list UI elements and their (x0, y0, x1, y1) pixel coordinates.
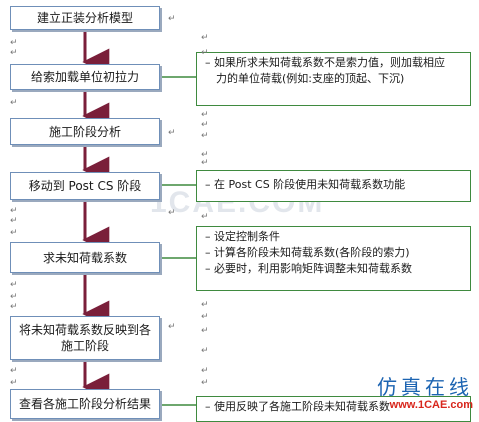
paragraph-mark: ↵ (168, 322, 176, 332)
paragraph-mark: ↵ (201, 150, 209, 160)
paragraph-mark: ↵ (168, 208, 176, 218)
step-apply-factors-to-stages: 将未知荷载系数反映到各施工阶段 (10, 316, 160, 360)
paragraph-mark: ↵ (168, 14, 176, 24)
brand-logo: 仿真在线 www.1CAE.com (377, 376, 473, 412)
step-construction-stage-analysis: 施工阶段分析 (10, 118, 160, 145)
note-line: – 在 Post CS 阶段使用未知荷载系数功能 (205, 178, 406, 191)
paragraph-mark: ↵ (10, 292, 18, 302)
note-line: – 必要时，利用影响矩阵调整未知荷载系数 (205, 262, 412, 275)
step-label: 建立正装分析模型 (36, 11, 133, 25)
paragraph-mark: ↵ (10, 206, 18, 216)
step-build-model: 建立正装分析模型 (10, 6, 160, 30)
paragraph-mark: ↵ (168, 128, 176, 138)
paragraph-mark: ↵ (201, 212, 209, 222)
note-line: – 计算各阶段未知荷载系数(各阶段的索力) (205, 246, 410, 259)
paragraph-mark: ↵ (201, 300, 209, 310)
paragraph-mark: ↵ (201, 158, 209, 168)
paragraph-mark: ↵ (201, 33, 209, 43)
paragraph-mark: ↵ (10, 378, 18, 388)
paragraph-mark: ↵ (201, 346, 209, 356)
note-line: 力的单位荷载(例如:支座的顶起、下沉) (216, 72, 405, 85)
step-solve-unknown-load-factors: 求未知荷载系数 (10, 242, 160, 273)
paragraph-mark: ↵ (10, 302, 18, 312)
note-post-cs: – 在 Post CS 阶段使用未知荷载系数功能 (196, 170, 471, 202)
paragraph-mark: ↵ (201, 131, 209, 141)
paragraph-mark: ↵ (10, 48, 18, 58)
step-label: 查看各施工阶段分析结果 (18, 397, 151, 411)
paragraph-mark: ↵ (201, 120, 209, 130)
step-view-stage-results: 查看各施工阶段分析结果 (10, 389, 160, 419)
brand-url: www.1CAE.com (389, 399, 473, 411)
paragraph-mark: ↵ (201, 366, 209, 376)
step-label: 求未知荷载系数 (42, 250, 127, 265)
note-line: – 使用反映了各施工阶段未知荷载系数 (205, 400, 390, 413)
step-move-to-post-cs: 移动到 Post CS 阶段 (10, 172, 160, 200)
paragraph-mark: ↵ (201, 48, 209, 58)
step-unit-pretension: 给索加载单位初拉力 (10, 64, 160, 90)
brand-name: 仿真在线 (377, 375, 473, 399)
paragraph-mark: ↵ (10, 98, 18, 108)
note-line: – 设定控制条件 (205, 230, 280, 243)
paragraph-mark: ↵ (201, 326, 209, 336)
paragraph-mark: ↵ (201, 312, 209, 322)
step-label: 给索加载单位初拉力 (30, 70, 139, 84)
paragraph-mark: ↵ (10, 280, 18, 290)
paragraph-mark: ↵ (10, 216, 18, 226)
note-unit-load: – 如果所求未知荷载系数不是索力值，则加载相应 力的单位荷载(例如:支座的顶起、… (196, 52, 471, 106)
note-line: – 如果所求未知荷载系数不是索力值，则加载相应 (205, 56, 445, 69)
step-label: 移动到 Post CS 阶段 (28, 179, 142, 193)
step-label: 施工阶段分析 (48, 124, 121, 139)
paragraph-mark: ↵ (201, 378, 209, 388)
paragraph-mark: ↵ (10, 228, 18, 238)
paragraph-mark: ↵ (201, 110, 209, 120)
paragraph-mark: ↵ (10, 366, 18, 376)
note-solve-factors: – 设定控制条件 – 计算各阶段未知荷载系数(各阶段的索力) – 必要时，利用影… (196, 226, 471, 291)
paragraph-mark: ↵ (10, 38, 18, 48)
step-label: 将未知荷载系数反映到各施工阶段 (18, 323, 151, 353)
